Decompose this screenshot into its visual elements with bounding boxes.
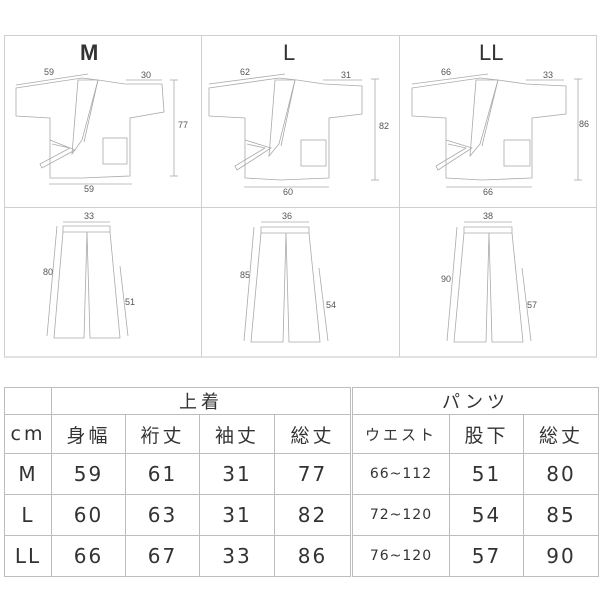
column-header-row: cm 身幅 裄丈 袖丈 総丈 ウエスト 股下 総丈 (4, 414, 599, 454)
unit-label: cm (4, 414, 52, 454)
header-sodetake: 袖丈 (199, 414, 275, 454)
value-cell: 66 (51, 535, 126, 577)
value-cell: 77 (274, 453, 353, 495)
value-cell: 60 (51, 494, 126, 536)
dim-waist: 33 (84, 211, 95, 221)
table-row: M 59 61 31 77 66~112 51 80 (4, 453, 599, 495)
dim-total: 80 (43, 267, 54, 277)
value-cell: 33 (199, 535, 275, 577)
dim-inseam: 57 (527, 300, 538, 310)
value-cell: 31 (199, 453, 275, 495)
pants-icon (446, 221, 532, 343)
header-mihaba: 身幅 (51, 414, 126, 454)
dim-inseam: 54 (326, 300, 337, 310)
table-row: L 60 63 31 82 72~120 54 85 (4, 494, 599, 536)
dim-sleeve: 30 (141, 70, 152, 80)
divider (399, 36, 400, 357)
value-cell: 63 (125, 494, 200, 536)
table-row: LL 66 67 33 86 76~120 57 90 (4, 535, 599, 577)
value-cell: 82 (274, 494, 353, 536)
size-label: L (283, 40, 296, 65)
dim-inseam: 51 (125, 297, 136, 307)
dim-width: 59 (84, 184, 95, 194)
value-cell: 76~120 (351, 535, 450, 577)
size-cell: M (4, 453, 52, 495)
value-cell: 85 (523, 494, 599, 536)
group-header-row: 上着 パンツ (4, 387, 599, 415)
jacket-icon (208, 73, 379, 188)
dim-yuki: 66 (441, 67, 452, 77)
value-cell: 61 (125, 453, 200, 495)
value-cell: 72~120 (351, 494, 450, 536)
pants-icon (243, 221, 329, 343)
dim-length: 86 (579, 119, 590, 129)
value-cell: 86 (274, 535, 353, 577)
dim-length: 82 (379, 121, 390, 131)
value-cell: 67 (125, 535, 200, 577)
empty-cell (4, 387, 52, 415)
jacket-icon (411, 73, 582, 188)
dim-sleeve: 31 (341, 70, 352, 80)
dim-yuki: 62 (240, 67, 251, 77)
value-cell: 31 (199, 494, 275, 536)
dim-total: 85 (240, 270, 251, 280)
divider (5, 207, 596, 208)
size-label: M (80, 40, 99, 65)
value-cell: 51 (449, 453, 524, 495)
size-label: LL (479, 40, 504, 65)
pants-icon (46, 221, 129, 339)
size-table: 上着 パンツ cm 身幅 裄丈 袖丈 総丈 ウエスト 股下 総丈 M 59 61… (4, 387, 599, 577)
dim-width: 60 (283, 187, 294, 197)
group-jacket: 上着 (51, 387, 353, 415)
dim-waist: 36 (282, 211, 293, 221)
size-diagram-grid (4, 35, 597, 358)
dim-length: 77 (178, 120, 189, 130)
jacket-icon (15, 73, 178, 185)
value-cell: 57 (449, 535, 524, 577)
header-soutake: 総丈 (274, 414, 353, 454)
value-cell: 66~112 (351, 453, 450, 495)
header-pants-length: 総丈 (523, 414, 599, 454)
dim-total: 90 (441, 274, 452, 284)
header-waist: ウエスト (351, 414, 450, 454)
header-yukitake: 裄丈 (125, 414, 200, 454)
value-cell: 90 (523, 535, 599, 577)
divider (201, 36, 202, 357)
value-cell: 80 (523, 453, 599, 495)
size-cell: L (4, 494, 52, 536)
dim-yuki: 59 (44, 67, 55, 77)
header-inseam: 股下 (449, 414, 524, 454)
value-cell: 59 (51, 453, 126, 495)
value-cell: 54 (449, 494, 524, 536)
group-pants: パンツ (351, 387, 599, 415)
size-cell: LL (4, 535, 52, 577)
dim-waist: 38 (483, 211, 494, 221)
dim-sleeve: 33 (543, 70, 554, 80)
dim-width: 66 (483, 187, 494, 197)
